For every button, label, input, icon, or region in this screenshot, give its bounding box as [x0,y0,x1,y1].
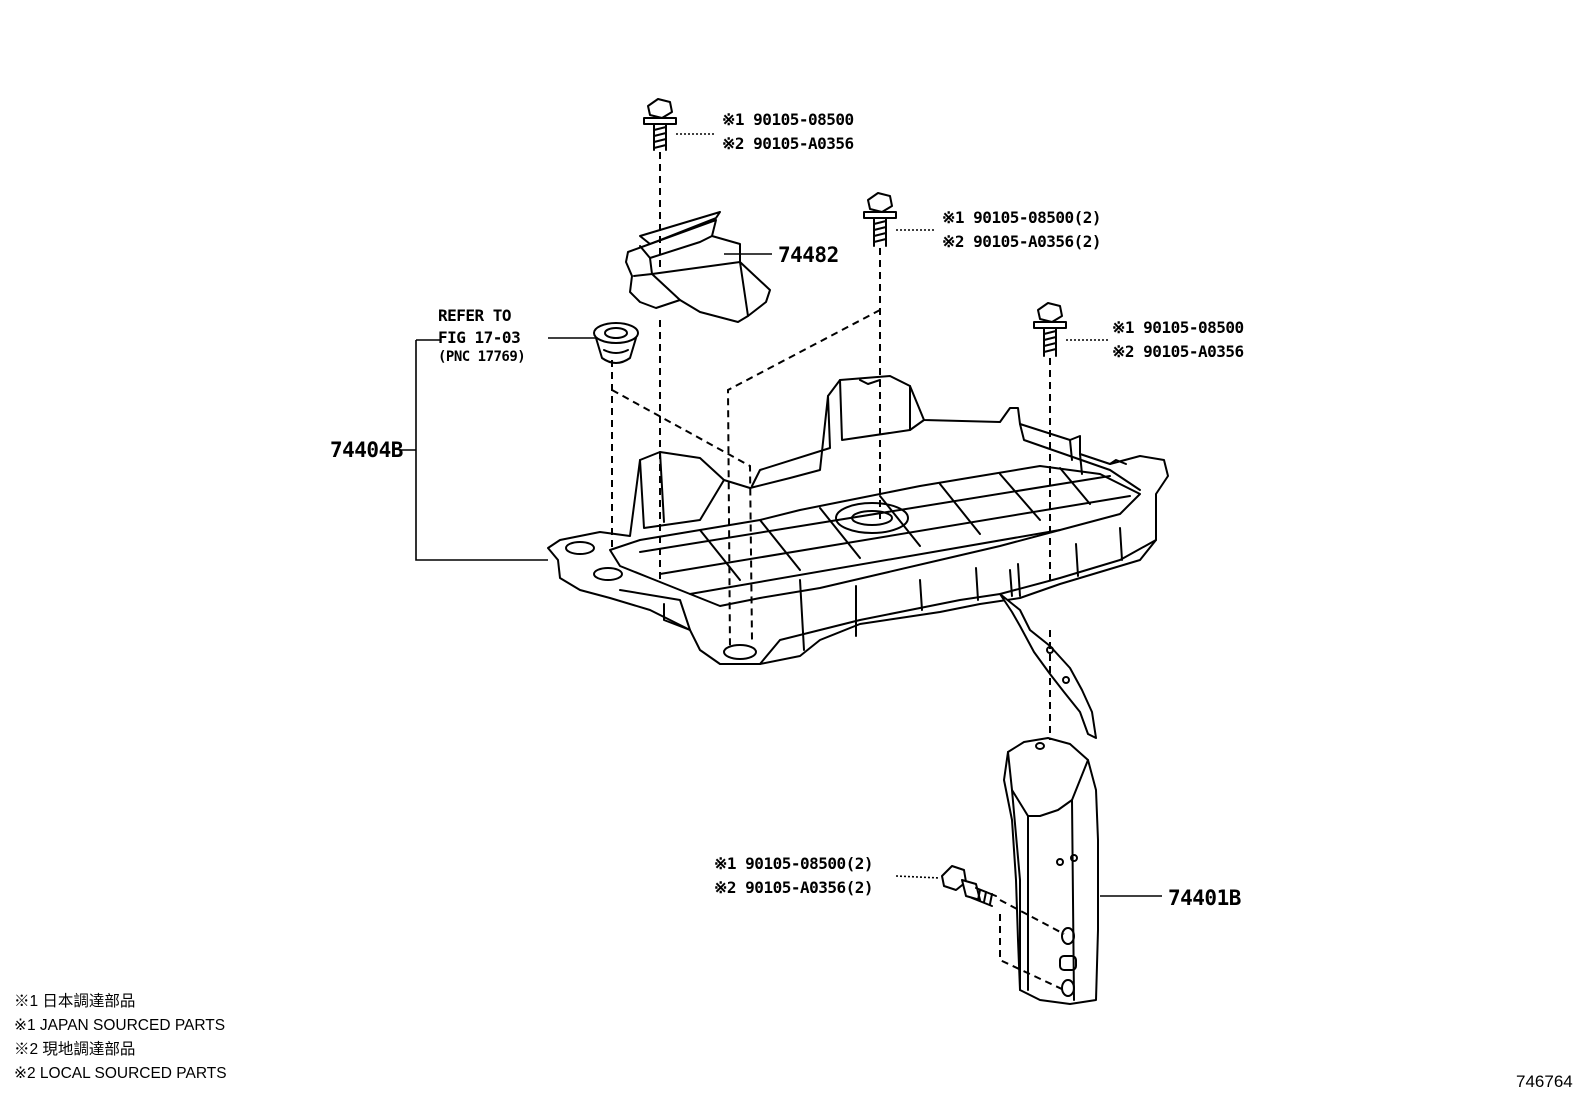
bolt-center-part-2: ※2 90105-A0356(2) [942,232,1102,251]
legend-line-1: ※1 日本調達部品 [14,993,136,1010]
grommet-icon [593,322,639,364]
bolt-top-icon [643,98,677,151]
part-number-74404b: 74404B [330,438,403,462]
bolt-center-icon [863,192,897,247]
bracket-74482-shape [625,211,771,323]
leader-bolt-bracket [895,875,941,879]
legend-line-4: ※2 LOCAL SOURCED PARTS [14,1065,227,1082]
refer-line-3: (PNC 17769) [438,349,526,365]
bolt-right-part-1: ※1 90105-08500 [1112,318,1244,337]
bolt-center-part-1: ※1 90105-08500(2) [942,208,1102,227]
bolt-bracket-icon [941,865,997,907]
dash-bolt-center [726,248,881,649]
bolt-bracket-part-2: ※2 90105-A0356(2) [714,878,874,897]
battery-tray-shape [547,375,1169,739]
part-number-74482: 74482 [778,243,839,267]
bolt-bracket-part-1: ※1 90105-08500(2) [714,854,874,873]
refer-line-1: REFER TO [438,306,512,325]
leader-74404b [400,339,548,561]
bolt-top-part-2: ※2 90105-A0356 [722,134,854,153]
bolt-right-icon [1033,302,1067,357]
bolt-top-part-1: ※1 90105-08500 [722,110,854,129]
dash-grommet [611,360,753,641]
part-number-74401b: 74401B [1168,886,1241,910]
legend-line-2: ※1 JAPAN SOURCED PARTS [14,1017,226,1034]
refer-line-2: FIG 17-03 [438,328,521,347]
legend-line-3: ※2 現地調達部品 [14,1041,136,1058]
bolt-right-part-2: ※2 90105-A0356 [1112,342,1244,361]
figure-number: 746764 [1516,1072,1573,1091]
bracket-74401b-shape [1003,737,1099,1005]
dash-bolt-bracket [999,899,1065,991]
